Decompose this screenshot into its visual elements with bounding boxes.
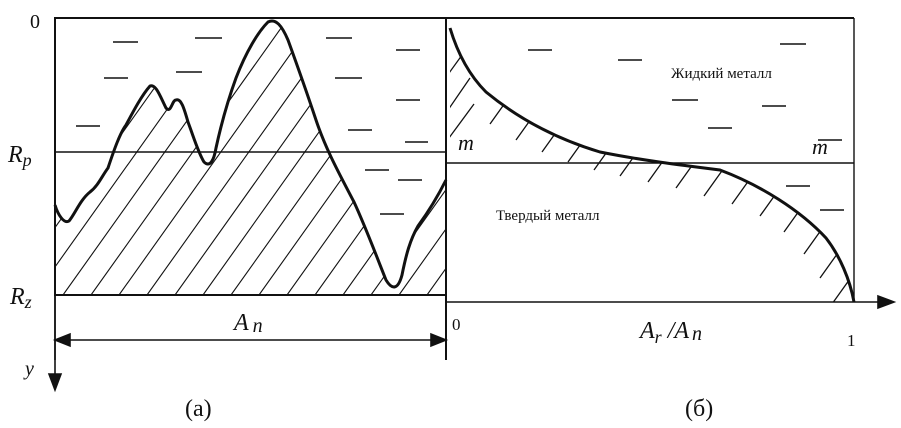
width-arrow (52, 295, 449, 360)
rz-label: Rz (9, 284, 32, 312)
y-axis-arrow (47, 295, 63, 393)
caption-b: (б) (685, 396, 713, 422)
surface-roughness-profile (53, 19, 448, 289)
liquid-metal-label: Жидкий металл (671, 66, 772, 82)
liquid-metal-dashes-right (528, 43, 844, 211)
bearing-ratio-curve (448, 27, 856, 303)
solid-metal-label: Твердый металл (496, 208, 600, 224)
m-label-right: m (812, 134, 828, 159)
caption-a: (a) (185, 396, 212, 422)
x-axis-arrow (446, 294, 897, 310)
liquid-metal-dashes-left (76, 37, 428, 215)
top-zero-label: 0 (30, 11, 40, 33)
right-panel: Жидкий металл Твердый металл m m 0 1 Ar … (445, 17, 897, 422)
rp-label: Rp (7, 142, 32, 170)
y-axis-label: y (23, 358, 34, 380)
x-end-label: 1 (847, 331, 856, 350)
x-origin-label: 0 (452, 315, 461, 334)
left-panel-frame (54, 17, 447, 296)
solid-metal-hatching-right (450, 43, 853, 302)
solid-metal-hatching-left (55, 20, 446, 295)
m-label-left: m (458, 130, 474, 155)
right-panel-frame (445, 17, 855, 360)
